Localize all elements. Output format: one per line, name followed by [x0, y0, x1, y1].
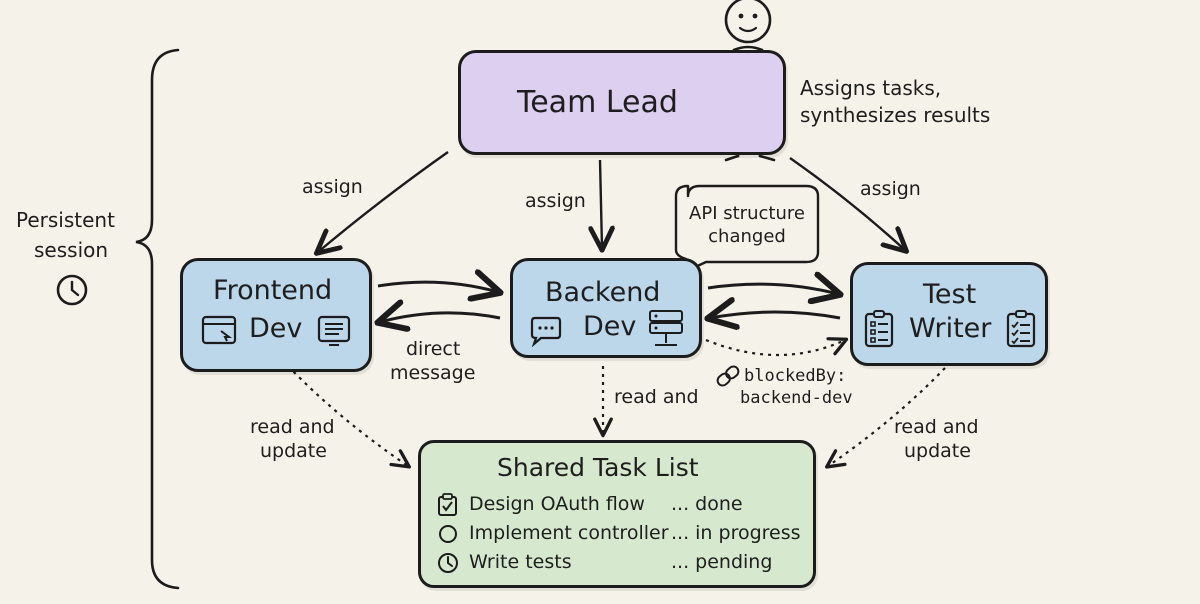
message-arrow-to-backend [377, 282, 498, 292]
team-lead-title: Team Lead [517, 85, 678, 120]
speech-bubble-text: API structure changed [676, 202, 818, 248]
session-brace [135, 48, 180, 590]
tester-title-line1: Test [923, 279, 977, 310]
speech-bubble [674, 184, 820, 278]
tester-title-line2: Writer [909, 313, 992, 344]
speech-bubble-line2: changed [708, 226, 786, 247]
task-item[interactable]: Write tests ... pending [438, 551, 772, 573]
task-item[interactable]: Implement controller ... in progress [439, 522, 801, 544]
server-icon [649, 310, 683, 346]
task-name: Write tests [469, 551, 572, 573]
circle-icon [439, 525, 457, 543]
assign-arrow-tester [789, 157, 905, 250]
browser-window-icon [201, 315, 237, 345]
assign-arrow-frontend [318, 151, 449, 252]
read-update-right-line1: read and [894, 416, 979, 438]
clipboard-check-icon [1006, 310, 1036, 348]
test-writer-box[interactable]: Test Writer [850, 262, 1048, 366]
code-editor-icon [317, 315, 351, 346]
task-item[interactable]: Design OAuth flow ... done [438, 493, 743, 516]
checklist-icon [864, 310, 894, 348]
session-label-line1: Persistent [16, 208, 115, 232]
session-clock-icon [56, 274, 88, 306]
frontend-dev-box[interactable]: Frontend Dev [180, 258, 372, 372]
backend-dev-box[interactable]: Backend Dev [510, 258, 702, 358]
frontend-title-line2: Dev [249, 313, 303, 344]
task-status: ... in progress [671, 522, 801, 544]
chat-bubble-icon [530, 316, 562, 347]
message-arrow-to-backend-from-tester [710, 312, 841, 318]
session-label-line2: session [34, 238, 109, 262]
team-lead-description-line2: synthesizes results [800, 103, 991, 127]
message-arrow-to-frontend [380, 313, 501, 322]
speech-bubble-line1: API structure [689, 203, 805, 224]
checkbox-done-icon [438, 493, 457, 516]
shared-task-list-box[interactable]: Shared Task List Design OAuth flow ... d… [418, 440, 816, 588]
task-name: Design OAuth flow [469, 493, 645, 515]
link-icon [716, 365, 740, 387]
direct-message-label-line2: message [390, 362, 476, 384]
assign-label-right: assign [860, 178, 921, 200]
assign-arrow-backend [600, 159, 602, 248]
task-list-title: Shared Task List [497, 453, 699, 482]
blocked-by-label-line1: blockedBy: [744, 366, 847, 386]
read-update-arrow-tester [824, 367, 946, 469]
read-label-center: read and [614, 386, 699, 408]
direct-message-label-line1: direct [406, 338, 461, 360]
team-lead-description-line1: Assigns tasks, [800, 76, 942, 100]
read-update-left-line1: read and [250, 416, 335, 438]
assign-label-left: assign [302, 176, 363, 198]
read-update-right-line2: update [904, 440, 971, 462]
frontend-title-line1: Frontend [213, 275, 333, 306]
assign-label-center: assign [525, 190, 586, 212]
task-name: Implement controller [469, 522, 669, 544]
blocked-by-dotted-arrow [705, 337, 849, 357]
read-update-arrow-frontend [287, 365, 412, 469]
blocked-by-label-line2: backend-dev [740, 388, 853, 408]
backend-title-line2: Dev [583, 311, 637, 342]
task-status: ... done [671, 493, 743, 515]
read-update-left-line2: update [260, 440, 327, 462]
task-status: ... pending [671, 551, 773, 573]
clock-icon [438, 553, 458, 573]
message-arrow-to-tester [707, 284, 838, 294]
team-lead-box[interactable]: Team Lead [458, 50, 786, 155]
backend-title-line1: Backend [545, 277, 661, 308]
